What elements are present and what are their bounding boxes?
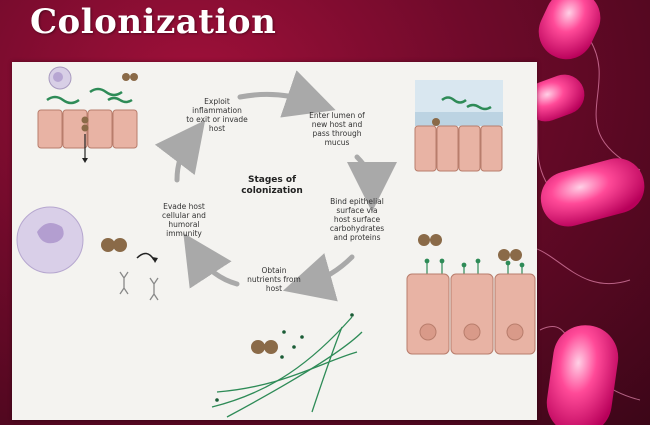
svg-text:to exit or invade: to exit or invade: [186, 115, 248, 124]
illustration-evade-immunity: [16, 206, 159, 301]
svg-text:Obtain: Obtain: [261, 266, 286, 275]
center-label-line-1: Stages of: [248, 175, 296, 185]
slide-title: Colonization: [30, 2, 277, 42]
svg-text:and proteins: and proteins: [333, 233, 380, 242]
svg-text:carbohydrates: carbohydrates: [330, 224, 384, 233]
svg-text:host: host: [209, 124, 225, 133]
bacteria-background-art: [509, 0, 645, 425]
svg-text:humoral: humoral: [168, 220, 199, 229]
illustration-bind-epithelium: [406, 234, 536, 355]
svg-text:inflammation: inflammation: [192, 106, 242, 115]
stage-exploit-label: Exploit inflammation to exit or invade h…: [186, 97, 248, 133]
svg-text:new host and: new host and: [312, 120, 363, 129]
svg-text:Enter lumen of: Enter lumen of: [309, 111, 365, 120]
stage-obtain-nutrients-label: Obtain nutrients from host: [247, 266, 301, 293]
cycle-arrows: [154, 70, 397, 302]
illustration-enter-lumen: [414, 80, 503, 172]
svg-text:surface via: surface via: [336, 206, 377, 215]
svg-text:pass through: pass through: [312, 129, 361, 138]
illustration-obtain-nutrients: [211, 313, 363, 418]
colonization-diagram: Stages of colonization Exploit inflammat…: [16, 66, 536, 418]
cycle-arrow-4: [183, 233, 240, 289]
svg-text:Bind epithelial: Bind epithelial: [330, 197, 384, 206]
stage-evade-immunity-label: Evade host cellular and humoral immunity: [162, 202, 206, 238]
svg-text:Exploit: Exploit: [204, 97, 230, 106]
cycle-arrow-1: [237, 70, 336, 118]
svg-text:nutrients from: nutrients from: [247, 275, 301, 284]
svg-text:mucus: mucus: [325, 138, 350, 147]
stage-bind-epithelial-label: Bind epithelial surface via host surface…: [330, 197, 384, 242]
cycle-arrow-2: [346, 154, 397, 212]
center-label-line-2: colonization: [241, 186, 303, 196]
cycle-arrow-5: [154, 120, 206, 183]
svg-text:host surface: host surface: [334, 215, 381, 224]
slide-content: Stages of colonization Exploit inflammat…: [12, 62, 537, 420]
svg-text:immunity: immunity: [166, 229, 202, 238]
svg-text:Evade host: Evade host: [163, 202, 205, 211]
stage-enter-lumen-label: Enter lumen of new host and pass through…: [309, 111, 365, 147]
svg-text:cellular and: cellular and: [162, 211, 206, 220]
illustration-exit-host: [37, 66, 138, 163]
cycle-arrow-3: [282, 253, 355, 302]
svg-text:host: host: [266, 284, 282, 293]
